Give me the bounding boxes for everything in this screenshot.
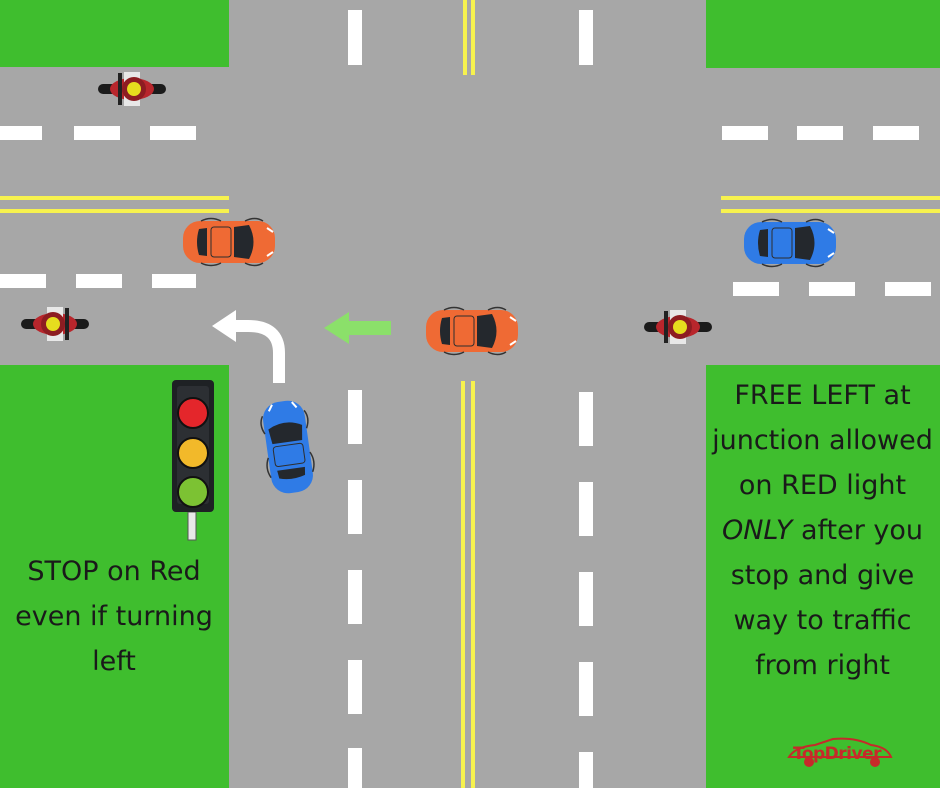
orange-car-junction-center [425,306,519,356]
car-silhouette-icon [787,737,893,767]
left-turn-arrow [212,310,285,383]
free-left-caption-text: FREE LEFT at junction allowed on RED lig… [712,380,933,501]
motorbike-westbound-top [98,72,166,106]
orange-car-west-approach [182,217,276,267]
blue-car-turning-left [257,397,319,497]
free-left-caption: FREE LEFT at junction allowed on RED lig… [705,373,940,688]
blue-car-east-approach [743,218,837,268]
red-lamp [177,397,209,429]
free-left-caption-tail: after you stop and give way to traffic f… [730,515,924,681]
signal-pole [187,511,197,541]
grass-bottom-right [706,365,940,788]
topdriver-logo: TopDriver [785,735,895,771]
stop-on-red-caption: STOP on Red even if turning left [15,556,213,677]
logo-text: TopDriver [793,744,882,764]
grass-top-right [706,0,940,68]
grass-top-left [0,0,229,67]
green-lamp [177,476,209,508]
only-emphasis: ONLY [721,515,793,546]
direction-arrow [324,312,391,344]
lane-markings [0,10,931,788]
traffic-light [172,380,214,541]
motorbike-west-approach [21,307,89,341]
amber-lamp [177,437,209,469]
motorbike-east-approach [644,310,712,344]
